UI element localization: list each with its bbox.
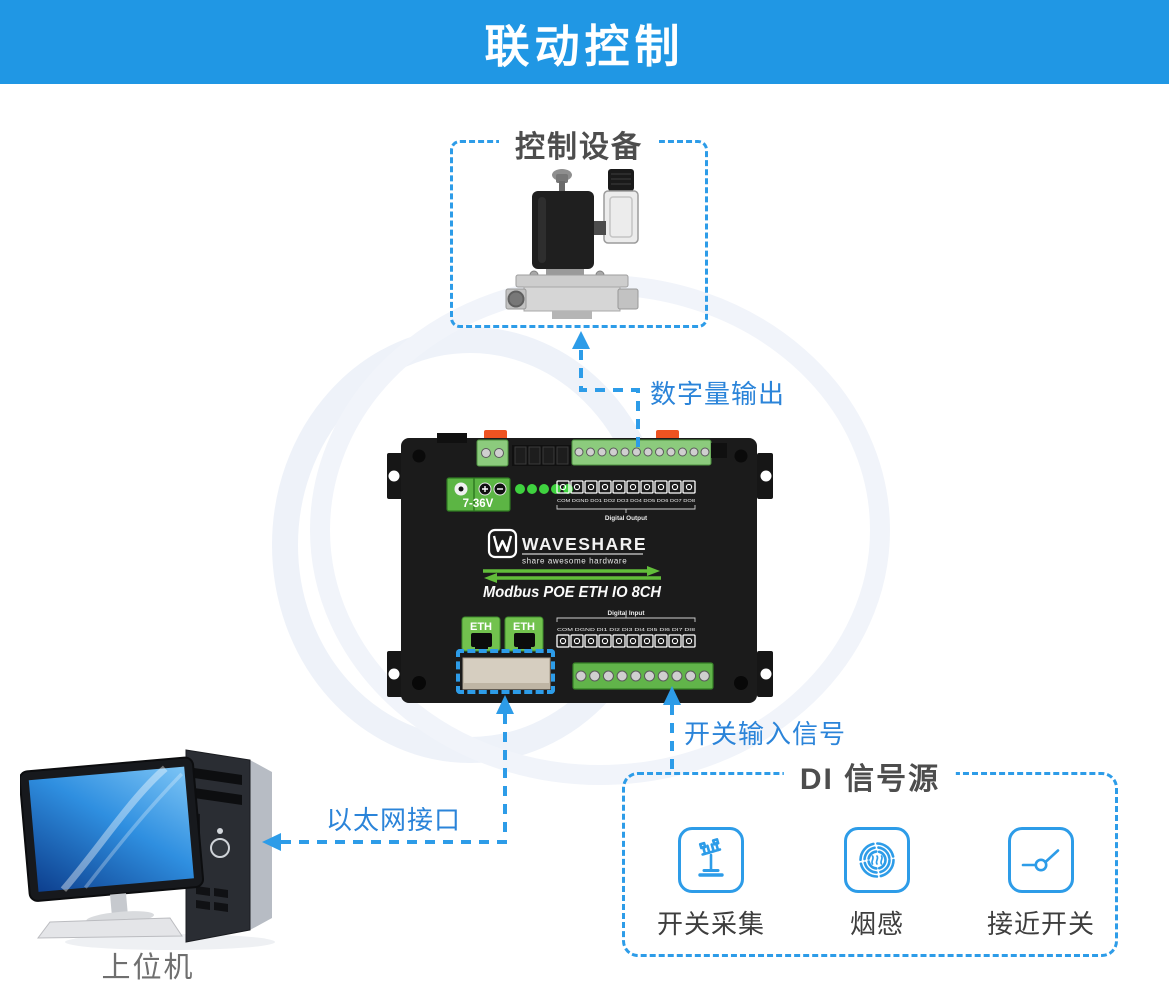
ethernet-label: 以太网接口 <box>326 805 462 835</box>
solenoid-valve-image <box>505 169 639 319</box>
smoke-detector-icon <box>844 827 910 893</box>
digital-input-terminals <box>556 634 696 648</box>
digital-output-terminals <box>556 480 696 494</box>
host-computer-label: 上位机 <box>101 952 195 984</box>
digital-output-title: Digital Output <box>605 515 648 522</box>
di-source-title: DI 信号源 <box>783 754 957 798</box>
eth-port-label: ETH <box>470 621 492 633</box>
control-device-title: 控制设备 <box>499 122 659 166</box>
power-range-label: 7-36V <box>463 498 494 510</box>
di-item-smoke: 烟感 <box>802 827 952 941</box>
io-module-image: 7-36V COM DGND DO1 DO2 DO3 DO4 DO5 DO6 D… <box>387 430 773 703</box>
bottom-terminal-strip <box>572 662 714 690</box>
brand-name: WAVESHARE <box>522 534 647 554</box>
eth-port-label: ETH <box>513 621 535 633</box>
header-banner: 联动控制 <box>0 0 1169 84</box>
di-source-box: DI 信号源 开关 <box>622 754 1118 957</box>
switch-input-label: 开关输入信号 <box>684 719 847 749</box>
digital-output-label: 数字量输出 <box>650 379 786 409</box>
waveshare-logo: WAVESHARE share awesome hardware Modbus … <box>483 528 661 601</box>
model-name: Modbus POE ETH IO 8CH <box>483 584 661 601</box>
digital-output-pin-labels: COM DGND DO1 DO2 DO3 DO4 DO5 DO6 DO7 DO8 <box>557 498 695 504</box>
di-item-label: 烟感 <box>849 909 904 939</box>
control-device-box: 控制设备 <box>450 122 708 328</box>
di-item-proximity: 接近开关 <box>966 827 1116 941</box>
digital-input-pin-labels: COM DGND DI1 DI2 DI3 DI4 DI5 DI6 DI7 DI8 <box>557 627 695 633</box>
di-item-label: 开关采集 <box>656 909 765 939</box>
brand-tagline: share awesome hardware <box>522 557 627 566</box>
top-terminal-block <box>476 439 509 467</box>
eth-port-2: ETH <box>504 616 544 652</box>
di-item-switch-acquisition: 开关采集 <box>636 827 786 941</box>
knife-switch-icon <box>678 827 744 893</box>
page-title: 联动控制 <box>484 20 685 72</box>
eth-port-1: ETH <box>461 616 501 652</box>
ethernet-port-highlight <box>456 649 555 694</box>
di-item-label: 接近开关 <box>986 909 1095 939</box>
power-terminal: 7-36V <box>446 477 511 512</box>
host-computer-image <box>20 749 275 950</box>
digital-input-title: Digital Input <box>608 610 646 617</box>
proximity-switch-icon <box>1008 827 1074 893</box>
